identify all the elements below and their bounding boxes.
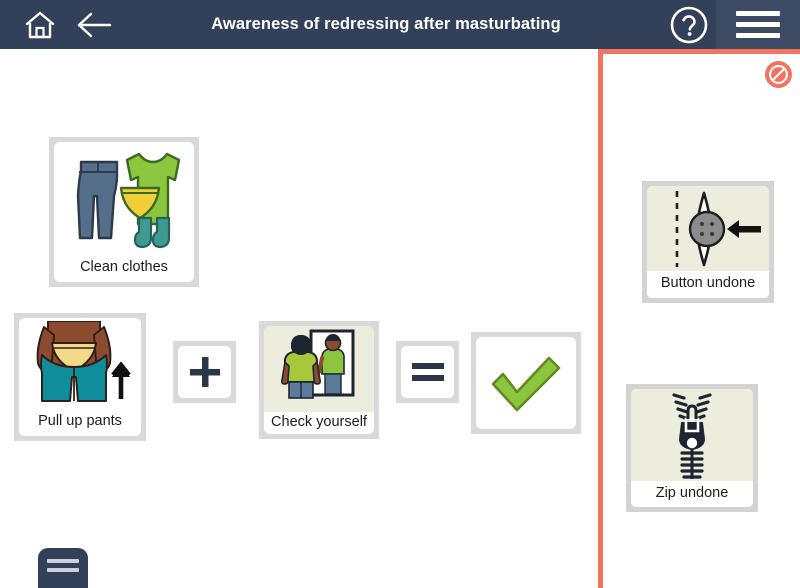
hamburger-menu-icon-bar	[736, 22, 780, 27]
hamburger-menu-icon-bar	[736, 33, 780, 38]
button-undone-icon	[647, 186, 769, 271]
card-clean-clothes[interactable]: Clean clothes	[49, 137, 199, 287]
equals-operator[interactable]	[396, 341, 459, 403]
equals-operator-inner	[401, 346, 454, 398]
back-arrow-icon	[75, 10, 113, 40]
card-inner: Clean clothes	[54, 142, 194, 282]
card-check-yourself[interactable]: Check yourself	[259, 321, 379, 439]
drawer-handle-line	[47, 559, 79, 563]
drawer-handle-line	[47, 568, 79, 572]
hamburger-menu-button[interactable]	[716, 0, 800, 49]
hamburger-menu-icon	[736, 11, 780, 16]
check-yourself-icon	[264, 326, 374, 412]
app-header: Awareness of redressing after masturbati…	[0, 0, 800, 49]
card-button-undone[interactable]: Button undone	[642, 181, 774, 303]
plus-operator-inner	[178, 346, 231, 398]
plus-operator[interactable]	[173, 341, 236, 403]
card-pull-up-pants[interactable]: Pull up pants	[14, 313, 146, 441]
page-title: Awareness of redressing after masturbati…	[211, 15, 561, 33]
card-inner	[476, 337, 576, 429]
card-label: Zip undone	[631, 481, 753, 507]
card-label: Check yourself	[264, 412, 374, 434]
help-question-icon	[669, 5, 709, 45]
bottom-drawer-tab[interactable]	[38, 548, 88, 588]
card-label: Clean clothes	[54, 257, 194, 282]
zip-undone-icon	[631, 389, 753, 481]
back-button[interactable]	[68, 0, 120, 49]
clean-clothes-icon	[54, 142, 194, 257]
home-button[interactable]	[14, 0, 66, 49]
card-inner: Pull up pants	[19, 318, 141, 436]
card-label: Pull up pants	[19, 411, 141, 436]
card-inner: Check yourself	[264, 326, 374, 434]
equals-icon	[411, 363, 444, 381]
home-icon	[24, 10, 56, 40]
card-inner: Button undone	[647, 186, 769, 298]
card-result-check[interactable]	[471, 332, 581, 434]
card-zip-undone[interactable]: Zip undone	[626, 384, 758, 512]
work-area: Clean clothes	[0, 49, 598, 588]
plus-icon	[189, 357, 220, 387]
help-button[interactable]	[662, 0, 716, 49]
checkmark-icon	[476, 337, 576, 429]
pull-up-pants-icon	[19, 318, 141, 411]
main-content: Clean clothes	[0, 49, 800, 588]
right-side-panel: Button undone	[598, 49, 800, 588]
card-label: Button undone	[647, 271, 769, 298]
no-entry-icon[interactable]	[765, 61, 792, 88]
card-inner: Zip undone	[631, 389, 753, 507]
